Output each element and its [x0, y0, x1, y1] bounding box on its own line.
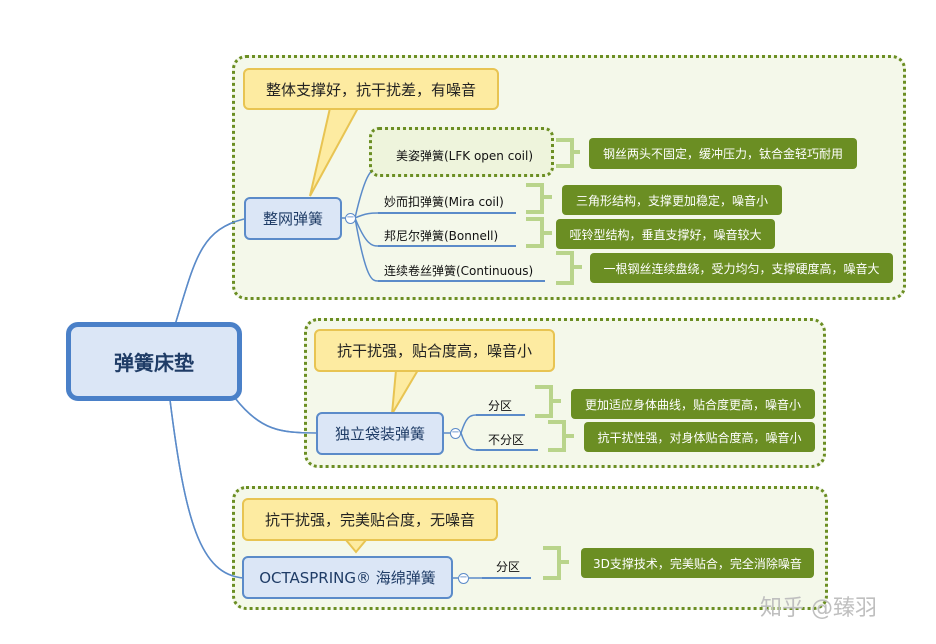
note-box: 抗干扰性强，对身体贴合度高，噪音小: [584, 422, 815, 452]
sub-item-label[interactable]: 不分区: [488, 433, 525, 447]
callout-octaspring: 抗干扰强，完美贴合度，无噪音: [242, 498, 498, 541]
collapse-toggle-icon[interactable]: −: [458, 572, 469, 584]
note-box: 三角形结构，支撑更加稳定，噪音小: [562, 185, 782, 215]
sub-item-label[interactable]: 连续卷丝弹簧(Continuous): [384, 264, 534, 278]
branch-node-octaspring[interactable]: OCTASPRING® 海绵弹簧: [242, 556, 453, 599]
note-box: 钢丝两头不固定，缓冲压力，钛合金轻巧耐用: [589, 138, 857, 169]
collapse-toggle-icon[interactable]: −: [450, 427, 461, 439]
note-box: 3D支撑技术，完美贴合，完全消除噪音: [581, 548, 814, 578]
branch-node-pocket-springs[interactable]: 独立袋装弹簧: [316, 412, 444, 455]
sub-item-label[interactable]: 邦尼尔弹簧(Bonnell): [384, 229, 499, 243]
note-box: 哑铃型结构，垂直支撑好，噪音较大: [556, 219, 775, 249]
collapse-toggle-icon[interactable]: −: [345, 212, 356, 224]
note-box: 更加适应身体曲线，贴合度更高，噪音小: [571, 389, 815, 419]
watermark-text: 知乎 @臻羽: [760, 596, 877, 621]
callout-pocket-springs: 抗干扰强，贴合度高，噪音小: [314, 329, 555, 372]
sub-item-label[interactable]: 妙而扣弹簧(Mira coil): [384, 195, 504, 209]
root-node[interactable]: 弹簧床垫: [66, 322, 242, 401]
note-box: 一根钢丝连续盘绕，受力均匀，支撑硬度高，噪音大: [590, 253, 893, 283]
branch-node-integrated-springs[interactable]: 整网弹簧: [244, 197, 342, 240]
sub-item-label[interactable]: 分区: [496, 560, 521, 574]
callout-integrated-springs: 整体支撑好，抗干扰差，有噪音: [243, 68, 499, 110]
highlight-box-lfk: [369, 127, 554, 177]
sub-item-label[interactable]: 分区: [488, 399, 513, 413]
sub-item-label[interactable]: 美姿弹簧(LFK open coil): [396, 149, 534, 163]
